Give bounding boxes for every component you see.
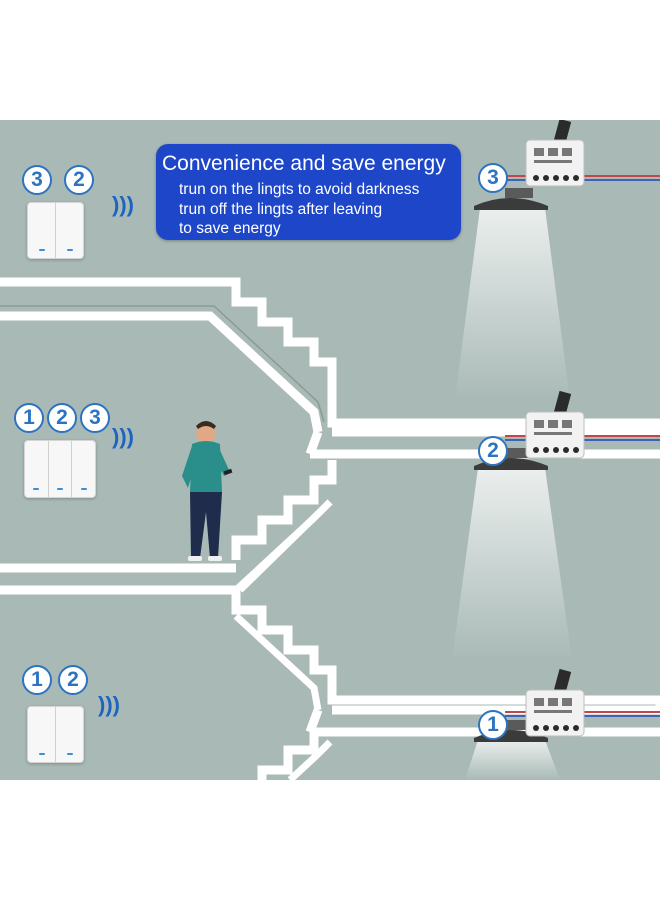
relay-module-2 [525,390,585,459]
top-switch-rocker-left[interactable] [28,203,56,258]
top-wall-switch[interactable] [27,202,84,259]
light-beam-2 [452,468,572,660]
light-beam-3 [455,208,570,400]
light-1-badge: 1 [478,710,508,740]
light-2-badge: 2 [478,436,508,466]
middle-switch-badge-1: 1 [14,403,44,433]
middle-switch-badge-2: 2 [47,403,77,433]
bottom-switch-badge-2: 2 [58,665,88,695]
bottom-switch-signal-icon: ))) [98,692,120,717]
info-callout: Convenience and save energy trun on the … [156,144,461,240]
info-line-3: to save energy [179,220,281,237]
middle-switch-signal-icon: ))) [112,424,134,449]
middle-stairs [0,460,337,595]
light-beam-1 [465,740,560,780]
top-switch-rocker-right[interactable] [56,203,83,258]
bottom-wall-switch[interactable] [27,706,84,763]
middle-switch-rocker-left[interactable] [25,441,49,497]
top-switch-signal-icon: ))) [112,192,134,217]
lamp-fixture-3 [474,188,548,210]
top-switch-badge-2: 2 [64,165,94,195]
bottom-switch-rocker-left[interactable] [28,707,56,762]
staircase-illustration [0,120,660,780]
middle-wall-switch[interactable] [24,440,96,498]
middle-switch-rocker-right[interactable] [72,441,95,497]
info-line-1: trun on the lingts to avoid darkness [179,181,420,198]
lower-stairs [231,590,660,780]
light-3-badge: 3 [478,163,508,193]
top-switch-badge-3: 3 [22,165,52,195]
middle-switch-rocker-center[interactable] [49,441,73,497]
relay-module-1 [525,668,585,737]
info-title: Convenience and save energy [162,152,446,175]
middle-switch-badge-3: 3 [80,403,110,433]
person-figure [182,421,233,561]
relay-module-3 [525,120,585,187]
bottom-switch-rocker-right[interactable] [56,707,83,762]
info-line-2: trun off the lingts after leaving [179,201,383,218]
staircase-scene: Convenience and save energy trun on the … [0,120,660,780]
bottom-switch-badge-1: 1 [22,665,52,695]
